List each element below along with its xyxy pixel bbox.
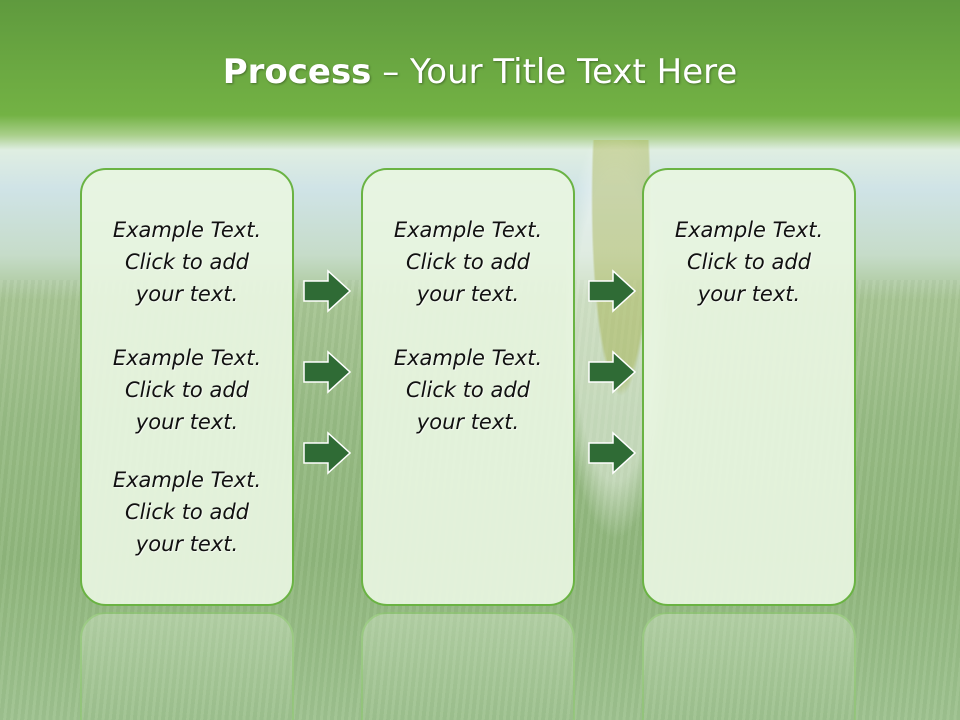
text-line: Click to add — [405, 378, 530, 402]
right-arrow-icon — [303, 431, 351, 475]
text-line: Click to add — [405, 250, 530, 274]
title-bold: Process — [222, 52, 372, 92]
text-line: Example Text. — [674, 218, 824, 242]
text-line: your text. — [416, 410, 520, 434]
text-block[interactable]: Example Text. Click to add your text. — [82, 342, 292, 438]
panel-reflection-3 — [642, 612, 856, 720]
text-line: Example Text. — [393, 346, 543, 370]
text-line: Click to add — [124, 500, 249, 524]
text-line: Click to add — [124, 250, 249, 274]
text-block[interactable]: Example Text. Click to add your text. — [644, 214, 854, 310]
text-block[interactable]: Example Text. Click to add your text. — [363, 342, 573, 438]
text-line: your text. — [135, 410, 239, 434]
text-block[interactable]: Example Text. Click to add your text. — [82, 214, 292, 310]
process-panel-1[interactable]: Example Text. Click to add your text. Ex… — [80, 168, 294, 606]
right-arrow-icon — [303, 269, 351, 313]
text-block[interactable]: Example Text. Click to add your text. — [82, 464, 292, 560]
panel-reflection-1 — [80, 612, 294, 720]
text-line: your text. — [697, 282, 801, 306]
right-arrow-icon — [303, 350, 351, 394]
text-line: your text. — [135, 532, 239, 556]
text-line: Example Text. — [393, 218, 543, 242]
title-rest: – Your Title Text Here — [382, 52, 738, 92]
text-line: Example Text. — [112, 468, 262, 492]
text-line: Example Text. — [112, 218, 262, 242]
text-line: Example Text. — [112, 346, 262, 370]
panel-reflection-2 — [361, 612, 575, 720]
text-line: your text. — [135, 282, 239, 306]
text-line: your text. — [416, 282, 520, 306]
text-line: Click to add — [124, 378, 249, 402]
process-panel-2[interactable]: Example Text. Click to add your text. Ex… — [361, 168, 575, 606]
text-block[interactable]: Example Text. Click to add your text. — [363, 214, 573, 310]
text-line: Click to add — [686, 250, 811, 274]
slide-title[interactable]: Process – Your Title Text Here — [0, 52, 960, 92]
right-arrow-icon — [588, 350, 636, 394]
right-arrow-icon — [588, 431, 636, 475]
right-arrow-icon — [588, 269, 636, 313]
process-panel-3[interactable]: Example Text. Click to add your text. — [642, 168, 856, 606]
